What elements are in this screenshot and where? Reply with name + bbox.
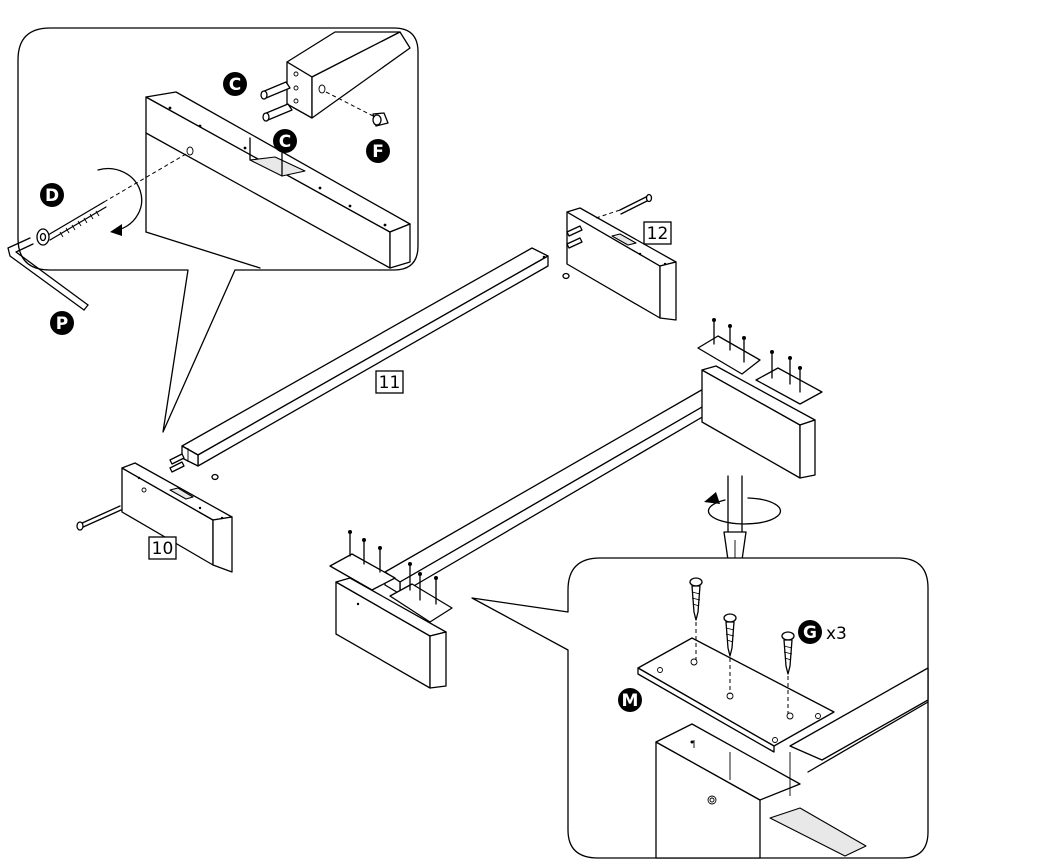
label-f: F <box>366 139 390 163</box>
part-number-12: 12 <box>643 221 672 245</box>
bolt-d <box>36 201 107 246</box>
part-number-10: 10 <box>148 536 177 560</box>
board-detail <box>145 91 411 269</box>
svg-text:11: 11 <box>379 373 401 393</box>
svg-text:C: C <box>229 75 241 95</box>
rotate-arrow-screwdriver-icon <box>704 492 782 525</box>
rail-end-detail <box>286 31 411 119</box>
foot-block-back <box>697 318 823 479</box>
svg-text:M: M <box>622 691 639 711</box>
label-p: P <box>50 311 74 335</box>
board-10 <box>121 462 233 573</box>
svg-text:12: 12 <box>647 224 669 244</box>
svg-text:D: D <box>45 186 59 206</box>
board-12 <box>566 207 677 321</box>
label-m: M <box>618 688 642 712</box>
label-g-quantity: x3 <box>826 624 847 644</box>
bolt-left <box>76 505 122 531</box>
screw-g-1 <box>689 577 703 660</box>
label-c-upper: C <box>223 72 247 96</box>
svg-text:P: P <box>56 314 68 334</box>
label-g: G <box>798 620 822 644</box>
allen-key <box>7 237 89 311</box>
part-number-11: 11 <box>375 370 404 394</box>
detail-callout-bottom <box>471 557 929 859</box>
detail-callout-top <box>17 27 419 433</box>
barrel-nut <box>372 112 389 127</box>
svg-text:C: C <box>279 132 291 152</box>
dowel-lower <box>262 103 293 122</box>
bolt-right <box>619 193 653 215</box>
foot-block-front <box>329 530 453 689</box>
rotate-arrow-icon <box>97 167 143 236</box>
svg-text:F: F <box>372 142 384 162</box>
svg-text:G: G <box>803 623 817 643</box>
rail-11 <box>181 247 549 467</box>
label-c-lower: C <box>273 129 297 153</box>
screw-g-3 <box>781 631 795 714</box>
label-d: D <box>40 183 64 207</box>
dowel-upper <box>260 81 291 100</box>
svg-text:10: 10 <box>152 539 174 559</box>
screw-g-2 <box>723 613 737 694</box>
rail-11-left-dowels <box>169 272 570 481</box>
